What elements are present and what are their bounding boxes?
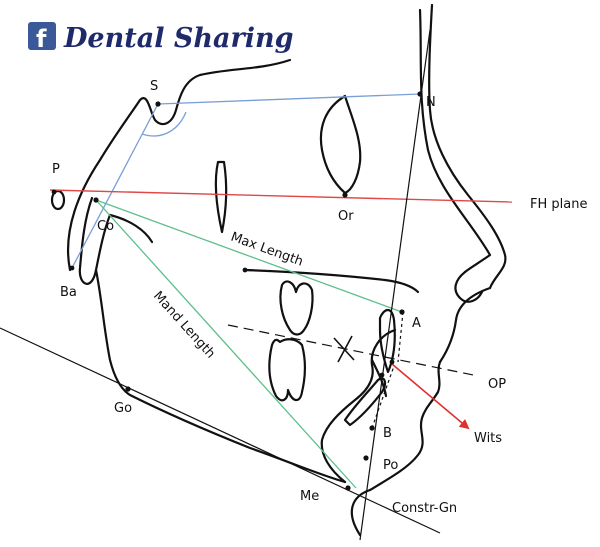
upper-incisor: [378, 308, 396, 374]
chin-profile: [350, 488, 372, 537]
lower-incisor: [343, 377, 387, 427]
sella-nasion-line: [157, 93, 421, 105]
point-n: [417, 91, 423, 97]
wits-arrow: [391, 363, 470, 430]
label-wits: Wits: [474, 431, 502, 446]
landmark-points: [51, 91, 423, 491]
mandible-ramus: [94, 268, 347, 484]
label-co: Co: [97, 219, 114, 234]
brand-header: f Dental Sharing: [28, 22, 293, 54]
label-n: N: [426, 95, 436, 110]
occlusal-plane: [227, 324, 479, 377]
upper-lip-profile: [438, 286, 492, 364]
point-palatal: [242, 267, 248, 273]
point-a: [399, 309, 405, 315]
a-projection: [397, 311, 404, 363]
point-ba: [69, 265, 75, 271]
ramus-posterior: [78, 196, 112, 285]
forehead-profile: [418, 8, 492, 274]
ramus-anterior: [108, 213, 154, 244]
facebook-f-glyph: f: [36, 25, 47, 53]
palatal-plane-outline: [243, 268, 420, 294]
point-s: [155, 101, 161, 107]
label-p: P: [52, 162, 60, 177]
point-wits-a: [389, 359, 395, 365]
upper-molar: [279, 280, 314, 336]
porion-ear-canal: [50, 189, 66, 211]
label-s: S: [150, 79, 158, 94]
mand-length-line: [95, 199, 357, 489]
reference-lines: [0, 29, 479, 541]
label-me: Me: [300, 489, 319, 504]
b-projection: [371, 365, 395, 429]
length-lines: [95, 199, 403, 489]
label-max-length: Max Length: [229, 230, 305, 270]
molar-cross: [333, 335, 355, 363]
frontal-bone-line: [428, 3, 507, 290]
label-mand-length: Mand Length: [150, 289, 218, 362]
lower-lip-profile: [368, 360, 442, 492]
label-go: Go: [114, 401, 132, 416]
mandibular-plane: [0, 327, 441, 534]
label-constr-gn: Constr-Gn: [392, 501, 457, 516]
incisor-root: [370, 358, 388, 398]
label-po: Po: [383, 458, 398, 473]
max-length-line: [95, 199, 403, 313]
point-go: [125, 386, 131, 392]
label-a: A: [412, 316, 421, 331]
label-b: B: [383, 426, 392, 441]
point-me: [345, 485, 351, 491]
facial-line: [359, 29, 431, 541]
label-or: Or: [338, 209, 354, 224]
lower-molar: [268, 338, 307, 402]
fh-plane-line: [49, 189, 513, 203]
cranial-base-lines: [71, 93, 421, 269]
point-or: [342, 192, 348, 198]
sella-basion-line: [71, 103, 159, 269]
point-b: [369, 425, 375, 431]
sella-turcica-outline: [66, 58, 292, 272]
point-co: [93, 197, 99, 203]
point-po: [363, 455, 369, 461]
orbit-outline: [319, 94, 362, 195]
saddle-angle-arc: [141, 111, 187, 137]
brand-name: Dental Sharing: [63, 23, 293, 54]
label-op: OP: [488, 377, 506, 392]
facebook-icon: [28, 22, 56, 50]
label-ba: Ba: [60, 285, 77, 300]
point-p: [51, 189, 57, 195]
label-fh-plane: FH plane: [530, 197, 587, 212]
mandible-symphysis: [320, 328, 397, 484]
nose-profile: [454, 270, 484, 303]
pterygoid-fissure: [214, 160, 228, 234]
point-wits-b: [379, 372, 385, 378]
landmark-labels: S N P Or Co Ba Go A B Po Me Constr-Gn: [52, 79, 457, 516]
